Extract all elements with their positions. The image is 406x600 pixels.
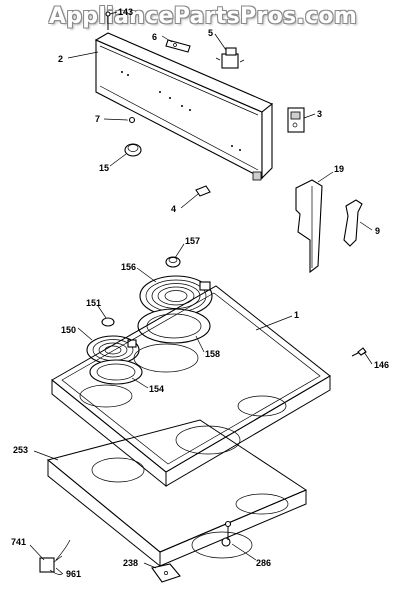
callout-5: 5 xyxy=(208,28,213,38)
leader-lines xyxy=(29,11,373,575)
cap-part-151[interactable] xyxy=(101,317,115,327)
bracket-part-9[interactable] xyxy=(343,199,363,247)
callout-7: 7 xyxy=(95,114,100,124)
callout-158: 158 xyxy=(205,349,220,359)
cooktop-part-1[interactable] xyxy=(51,285,331,488)
callout-15: 15 xyxy=(99,163,109,173)
watermark: AppliancePartsPros.com xyxy=(48,4,358,29)
callout-286: 286 xyxy=(256,558,271,568)
callout-156: 156 xyxy=(121,262,136,272)
drip-pan-part-158[interactable] xyxy=(137,308,211,344)
drip-pan-part-154[interactable] xyxy=(89,359,143,385)
callout-6: 6 xyxy=(152,32,157,42)
callout-146: 146 xyxy=(374,360,389,370)
callout-238: 238 xyxy=(123,558,138,568)
callout-157: 157 xyxy=(185,236,200,246)
cap-part-4[interactable] xyxy=(195,185,211,197)
pan-part-253[interactable] xyxy=(46,419,308,568)
screw-part-143[interactable] xyxy=(105,11,111,30)
knob-insert-part-7[interactable] xyxy=(128,116,136,124)
callout-19: 19 xyxy=(334,164,344,174)
callout-253: 253 xyxy=(13,445,28,455)
callout-3: 3 xyxy=(317,109,322,119)
knob-part-15[interactable] xyxy=(124,143,142,157)
callout-9: 9 xyxy=(375,226,380,236)
switch-part-3[interactable] xyxy=(287,107,305,133)
wire-part-961[interactable] xyxy=(49,569,63,575)
callout-154: 154 xyxy=(149,384,164,394)
callout-150: 150 xyxy=(61,325,76,335)
callout-143: 143 xyxy=(118,7,133,17)
callout-741: 741 xyxy=(11,537,26,547)
screw-part-286[interactable] xyxy=(224,520,232,541)
terminal-block-part-741[interactable] xyxy=(39,539,71,573)
callout-151: 151 xyxy=(86,298,101,308)
switch-part-5[interactable] xyxy=(215,47,245,69)
callout-4: 4 xyxy=(171,204,176,214)
screw-part-146[interactable] xyxy=(351,347,367,357)
bracket-part-6[interactable] xyxy=(165,39,191,53)
cap-part-157[interactable] xyxy=(165,256,181,268)
callout-2: 2 xyxy=(58,54,63,64)
bracket-part-238[interactable] xyxy=(151,563,181,583)
callout-labels: 143 2 6 5 3 7 15 19 4 9 157 156 1 151 15… xyxy=(11,7,389,579)
callout-1: 1 xyxy=(294,310,299,320)
control-panel-part-2[interactable] xyxy=(94,32,274,181)
callout-961: 961 xyxy=(66,569,81,579)
bracket-part-19[interactable] xyxy=(295,179,323,274)
